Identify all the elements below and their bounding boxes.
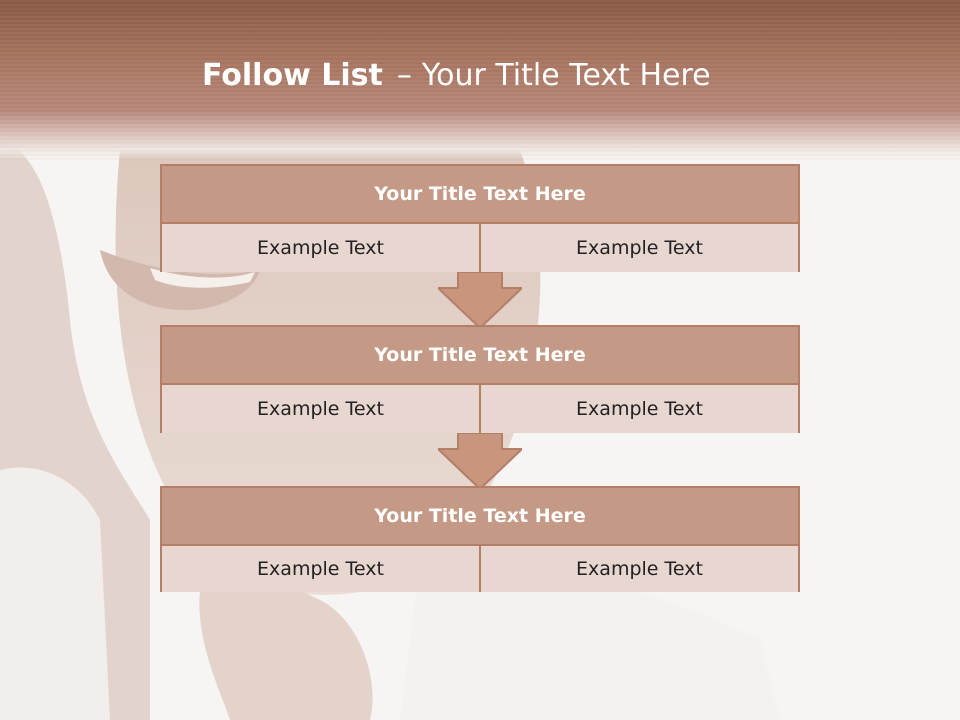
block-cell-left: Example Text: [162, 385, 479, 433]
block-cell-left: Example Text: [162, 546, 479, 592]
block-cell-right: Example Text: [479, 546, 798, 592]
slide-title-dash: –: [396, 58, 412, 93]
down-arrow-icon: [438, 272, 522, 328]
block-cell-left: Example Text: [162, 224, 479, 272]
block-title: Your Title Text Here: [162, 166, 798, 224]
slide-title: Follow List–Your Title Text Here: [202, 56, 711, 96]
list-block-2: Your Title Text Here Example Text Exampl…: [160, 325, 800, 433]
list-block-1: Your Title Text Here Example Text Exampl…: [160, 164, 800, 272]
list-block-3: Your Title Text Here Example Text Exampl…: [160, 486, 800, 592]
block-title: Your Title Text Here: [162, 327, 798, 385]
slide-title-rest: Your Title Text Here: [421, 58, 711, 93]
block-cell-right: Example Text: [479, 385, 798, 433]
block-title: Your Title Text Here: [162, 488, 798, 546]
down-arrow-icon: [438, 433, 522, 489]
block-cell-right: Example Text: [479, 224, 798, 272]
title-banner: Follow List–Your Title Text Here: [0, 0, 960, 160]
slide-title-bold: Follow List: [202, 58, 383, 93]
